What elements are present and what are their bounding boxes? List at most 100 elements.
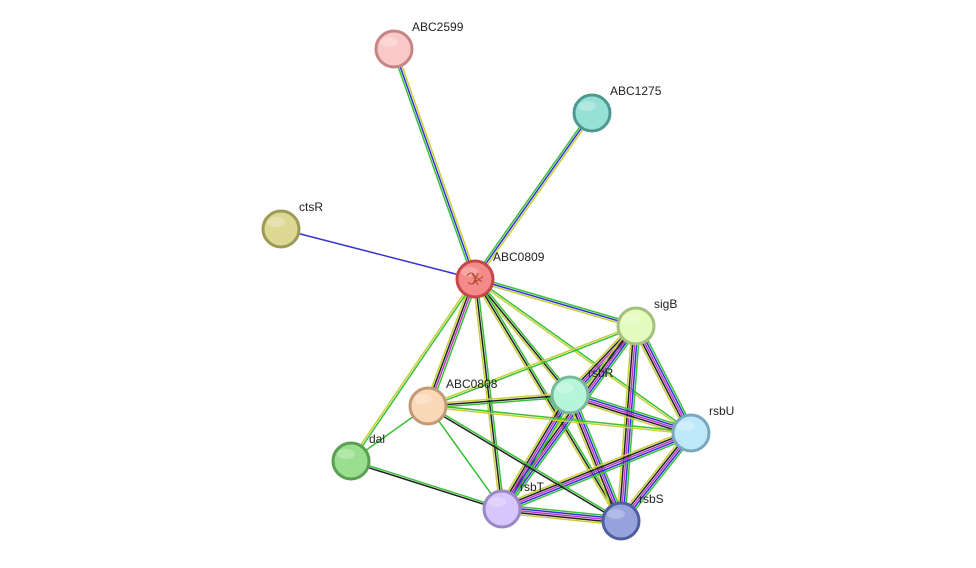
edge-evidence-line <box>501 508 622 522</box>
node-label: rsbT <box>520 480 545 494</box>
edge-dal-rsbT[interactable] <box>350 459 503 511</box>
node-ABC0808[interactable]: ABC0808 <box>408 377 498 426</box>
edge-evidence-line <box>635 325 692 434</box>
edge-evidence-line <box>570 390 693 430</box>
node-highlight <box>461 267 479 277</box>
node-circle[interactable] <box>331 441 371 481</box>
edge-evidence-line <box>567 395 620 523</box>
edge-evidence-line <box>633 326 690 435</box>
edge-ABC0808-rsbT[interactable] <box>427 405 503 510</box>
node-circle[interactable] <box>601 501 641 541</box>
edge-evidence-line <box>502 434 693 512</box>
edge-evidence-line <box>497 392 568 508</box>
edge-evidence-line <box>350 461 502 511</box>
edge-ABC0809-ABC2599[interactable] <box>391 48 478 280</box>
edge-evidence-line <box>474 278 571 396</box>
edge-evidence-line <box>427 406 691 435</box>
edge-rsbR-rsbT[interactable] <box>497 392 575 512</box>
edge-evidence-line <box>499 393 569 509</box>
edge-sigB-ABC0808[interactable] <box>427 324 637 408</box>
node-highlight <box>380 37 398 47</box>
node-circle[interactable] <box>616 306 656 346</box>
node-highlight <box>414 394 432 404</box>
node-ABC0809[interactable]: ABC0809 <box>455 250 545 299</box>
node-circle[interactable] <box>261 209 301 249</box>
edge-evidence-line <box>475 277 573 395</box>
edge-ABC0809-rsbT[interactable] <box>472 278 505 510</box>
edge-evidence-line <box>571 393 624 521</box>
edge-ABC0809-ABC1275[interactable] <box>472 111 595 281</box>
node-highlight <box>337 449 355 459</box>
edge-evidence-line <box>428 279 477 407</box>
edge-evidence-line <box>500 430 691 508</box>
node-rsbU[interactable]: rsbU <box>671 404 734 453</box>
edge-evidence-line <box>474 280 636 329</box>
edge-evidence-line <box>427 392 570 405</box>
edge-evidence-line <box>428 326 637 408</box>
node-circle[interactable] <box>572 93 612 133</box>
node-circle[interactable] <box>482 489 522 529</box>
node-rsbT[interactable]: rsbT <box>482 480 545 529</box>
edge-evidence-line <box>624 326 641 522</box>
edge-ABC0808-rsbS[interactable] <box>427 404 622 523</box>
node-circle[interactable] <box>550 375 590 415</box>
edge-evidence-line <box>569 396 691 436</box>
edge-evidence-line <box>573 393 626 520</box>
edge-rsbT-rsbS[interactable] <box>501 504 622 526</box>
edge-evidence-line <box>474 278 503 510</box>
edge-evidence-line <box>475 277 693 433</box>
edge-ABC0809-dal[interactable] <box>349 278 477 462</box>
edge-evidence-line <box>631 327 689 436</box>
edge-evidence-line <box>424 277 473 406</box>
node-ctsR[interactable]: ctsR <box>261 200 323 249</box>
node-circle[interactable] <box>374 29 414 69</box>
edge-evidence-line <box>638 323 696 432</box>
node-ABC1275[interactable]: ABC1275 <box>572 84 662 133</box>
edge-evidence-line <box>501 432 692 510</box>
edge-ABC0809-ctsR[interactable] <box>280 228 476 280</box>
node-label: ABC1275 <box>610 84 662 98</box>
edge-ABC0809-sigB[interactable] <box>474 276 637 329</box>
edge-evidence-line <box>428 404 692 433</box>
node-rsbS[interactable]: rsbS <box>601 492 664 541</box>
edge-evidence-line <box>565 396 618 523</box>
edge-evidence-line <box>474 112 593 280</box>
node-label: ABC0808 <box>446 377 498 391</box>
edge-sigB-rsbU[interactable] <box>631 323 696 436</box>
node-sigB[interactable]: sigB <box>616 297 677 346</box>
node-circle[interactable] <box>671 413 711 453</box>
edge-sigB-rsbS[interactable] <box>616 325 641 522</box>
edge-rsbU-rsbT[interactable] <box>500 428 693 514</box>
edge-evidence-line <box>351 279 477 462</box>
edge-evidence-line <box>391 49 474 280</box>
node-circle[interactable] <box>408 386 448 426</box>
node-label: rsbS <box>639 492 664 506</box>
edge-evidence-line <box>427 324 636 406</box>
node-label: ABC0809 <box>493 250 545 264</box>
edge-evidence-line <box>501 512 621 526</box>
edge-evidence-line <box>500 428 690 506</box>
node-rsbR[interactable]: rsbR <box>550 366 614 415</box>
edge-evidence-line <box>476 113 595 281</box>
edge-evidence-line <box>502 504 622 518</box>
edge-evidence-line <box>351 459 503 509</box>
edge-evidence-line <box>428 404 622 521</box>
edges-layer <box>280 48 696 526</box>
edge-evidence-line <box>618 325 635 521</box>
edge-evidence-line <box>569 394 622 522</box>
edge-evidence-line <box>474 278 622 522</box>
edge-rsbR-rsbS[interactable] <box>565 393 626 523</box>
edge-evidence-line <box>427 394 571 407</box>
edge-evidence-line <box>569 394 692 434</box>
node-label: ctsR <box>299 200 323 214</box>
node-dal[interactable]: dal <box>331 432 385 481</box>
edge-ABC0809-ABC0808[interactable] <box>424 277 479 408</box>
edge-evidence-line <box>501 394 571 510</box>
edge-ABC0809-rsbU[interactable] <box>473 277 693 435</box>
edge-evidence-line <box>475 276 637 325</box>
edge-rsbR-ABC0808[interactable] <box>427 392 571 409</box>
node-ABC2599[interactable]: ABC2599 <box>374 20 464 69</box>
node-label: rsbR <box>588 366 614 380</box>
edge-ABC0808-rsbU[interactable] <box>427 404 692 435</box>
